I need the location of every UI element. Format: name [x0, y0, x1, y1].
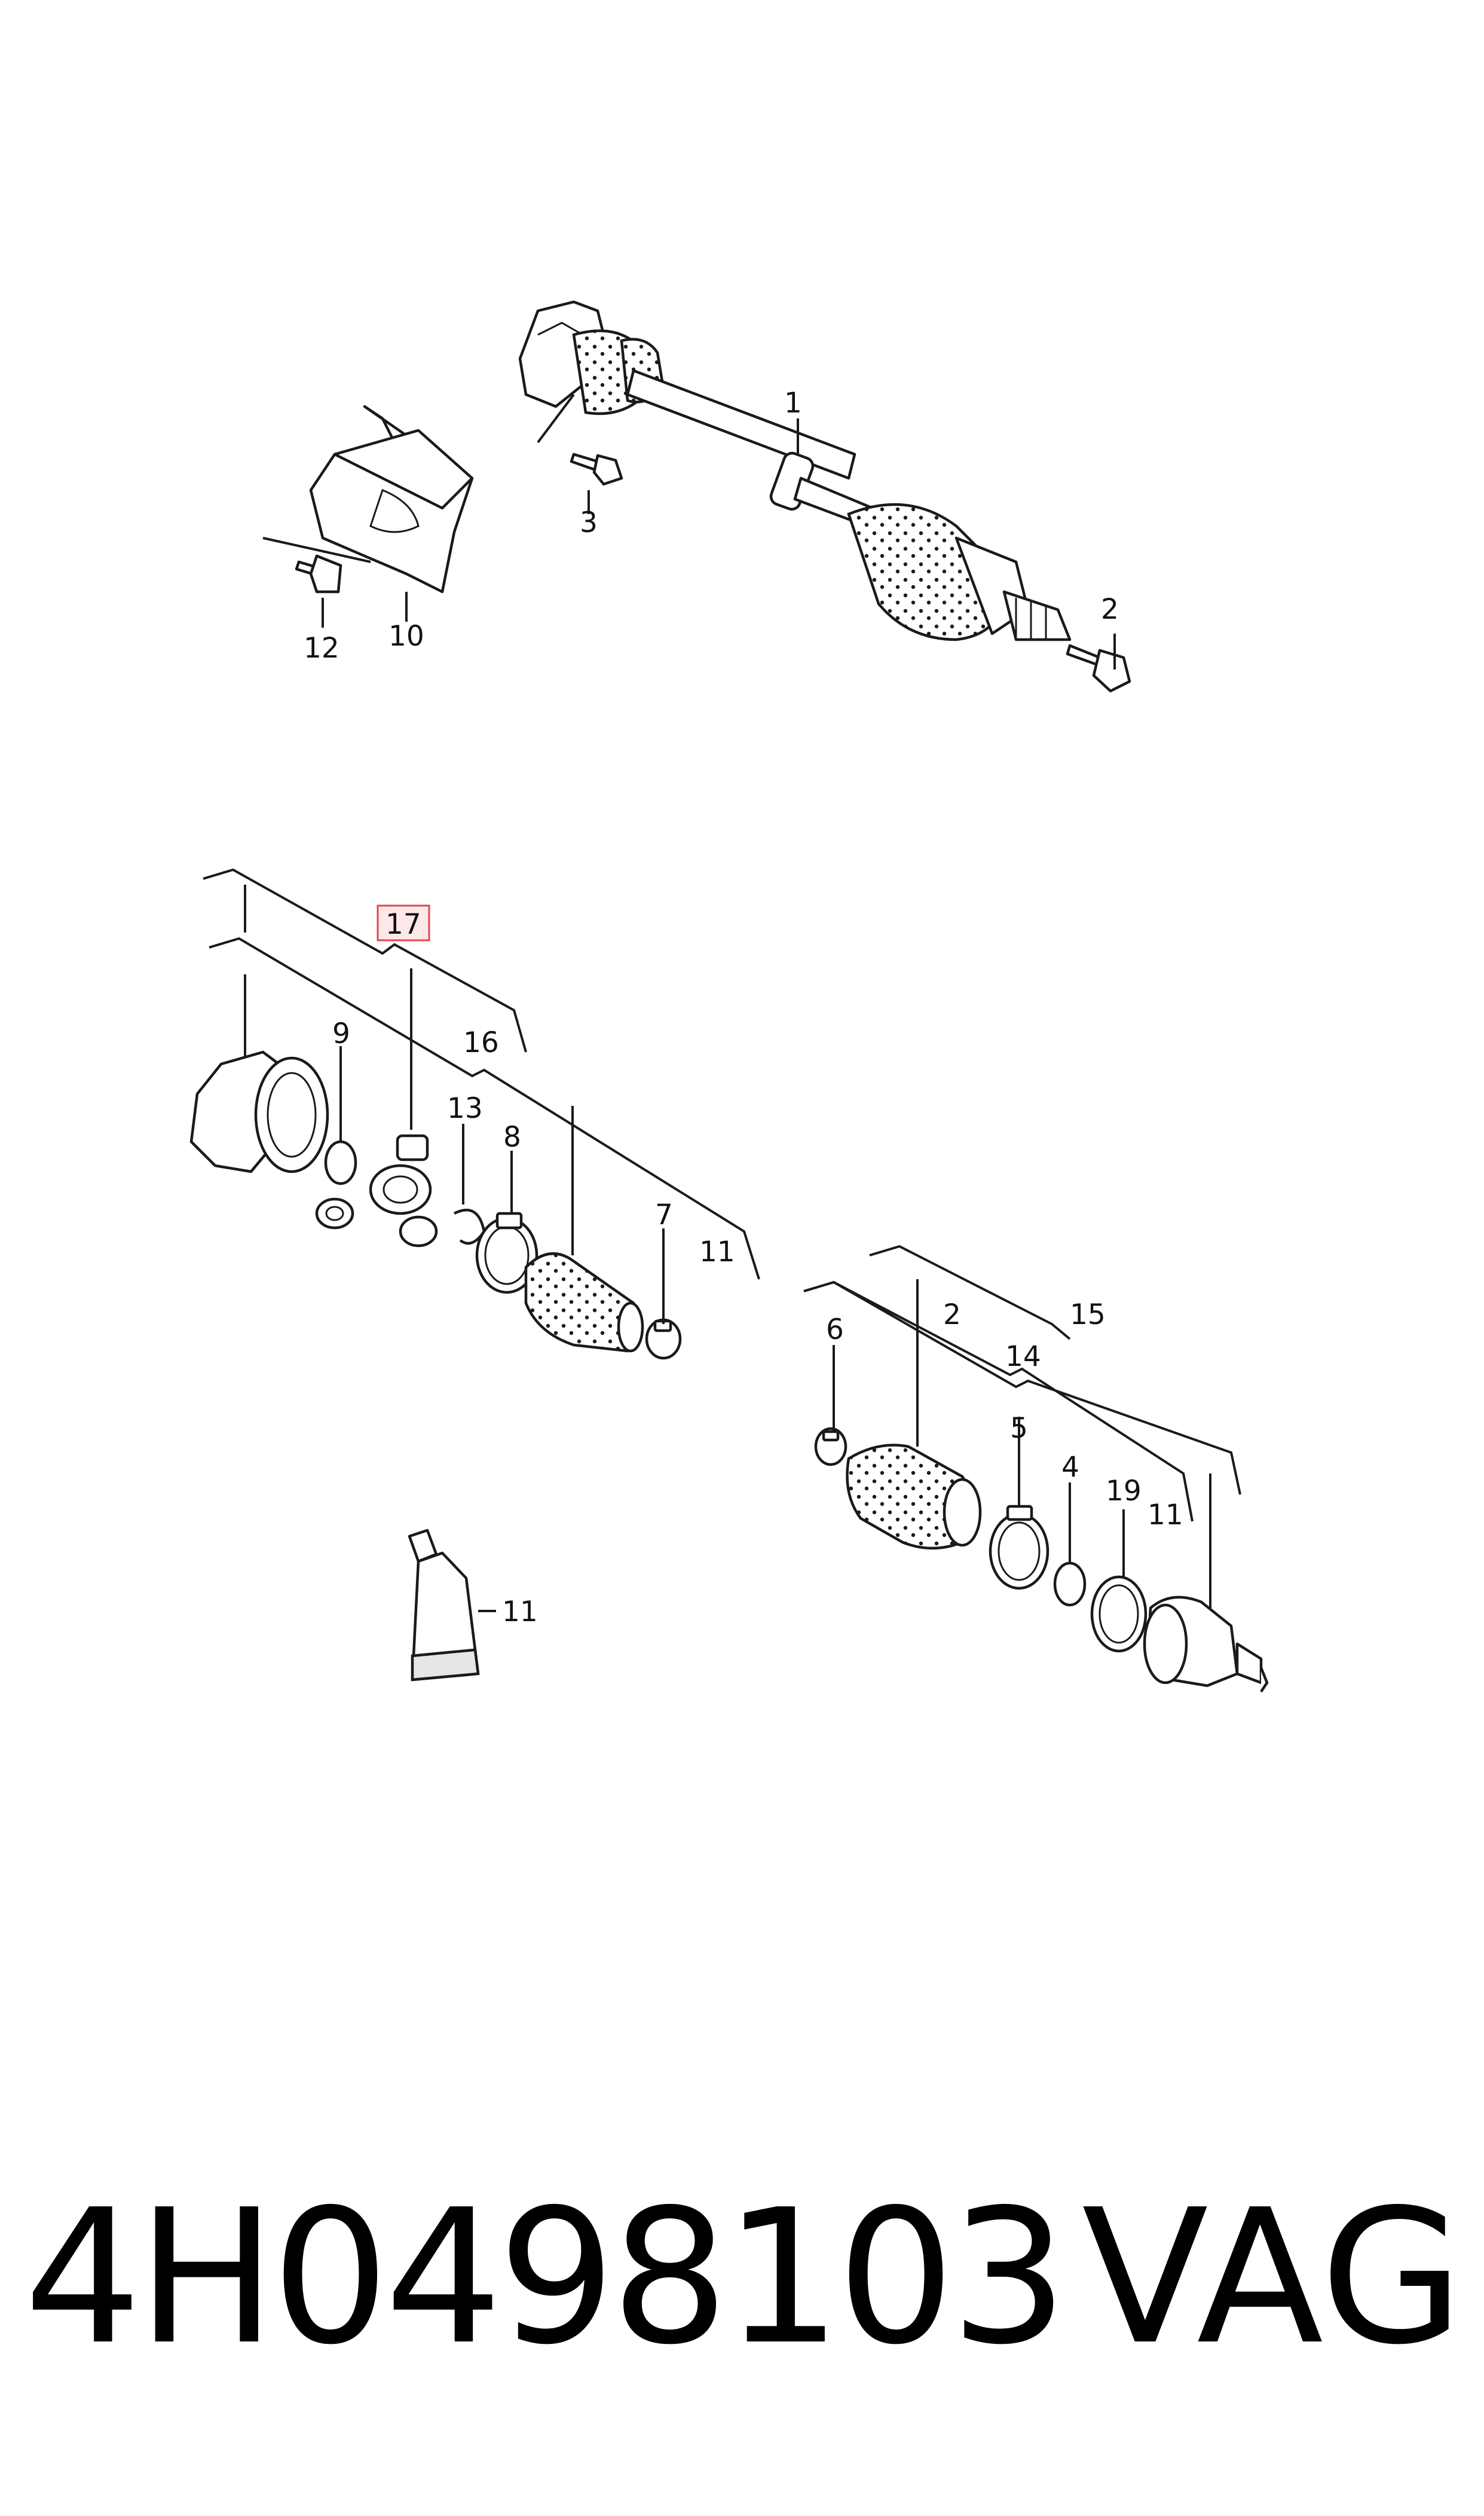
outer-joint-kit	[803, 1245, 1269, 1693]
brand-label: VAG	[1082, 2170, 1464, 2386]
inner-joint-kit	[189, 868, 760, 1360]
callout-6: 6	[826, 1313, 844, 1346]
callout-3: 3	[580, 506, 598, 539]
callout-17: 17	[385, 908, 421, 941]
callout-10: 10	[388, 620, 424, 653]
callout-5: 5	[1010, 1412, 1028, 1445]
exploded-parts-diagram: 1 2 3 12 10 17 16 9 13 8 7 11 6 2 15 14 …	[189, 300, 1269, 1693]
callout-2-bottom: 2	[943, 1298, 961, 1331]
callout-9: 9	[332, 1017, 350, 1050]
callout-1: 1	[784, 387, 802, 420]
callout-13: 13	[447, 1092, 483, 1125]
callout-14: 14	[1005, 1340, 1041, 1373]
part-number: 4H0498103	[24, 2170, 1068, 2386]
callout-4: 4	[1061, 1451, 1079, 1484]
callout-16: 16	[463, 1026, 499, 1059]
callout-2-top: 2	[1101, 593, 1119, 626]
callout-8: 8	[503, 1121, 521, 1154]
callout-11-c: 11	[502, 1595, 538, 1628]
callout-11-a: 11	[699, 1236, 735, 1268]
callout-11-b: 11	[1148, 1499, 1183, 1531]
callout-7: 7	[655, 1199, 673, 1231]
callout-19: 19	[1106, 1475, 1142, 1508]
grease-tube	[408, 1528, 496, 1682]
callout-15: 15	[1070, 1298, 1106, 1331]
callout-12: 12	[304, 632, 339, 665]
highlight-box-17	[377, 904, 430, 941]
heat-shield-assembly	[262, 405, 474, 628]
drive-shaft-assembly	[518, 300, 1131, 693]
